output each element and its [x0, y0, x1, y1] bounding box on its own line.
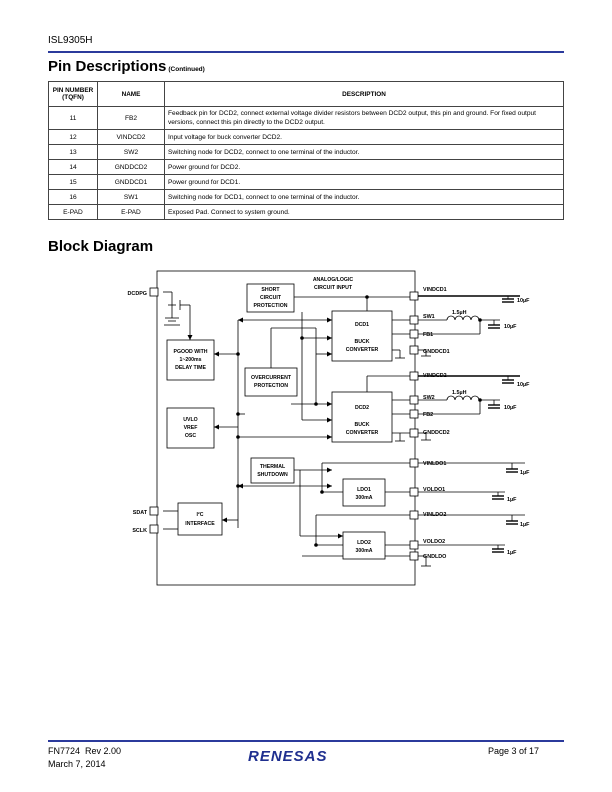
right-pins	[409, 291, 419, 561]
sclk-label: SCLK	[132, 528, 147, 534]
dcd2-line-2: BUCK	[355, 422, 370, 428]
inductor-1-label: 1.5µH	[452, 310, 467, 316]
uvlo-line-3: OSC	[185, 433, 196, 439]
pin-label-vinldo1: VINLDO1	[423, 461, 446, 467]
pin-descriptions-title: Pin Descriptions(Continued)	[48, 58, 205, 75]
pin-label-gndldo: GNDLDO	[423, 554, 446, 560]
ldo1-line-2: 300mA	[355, 495, 372, 501]
header-rule	[48, 51, 564, 53]
pin-description: Feedback pin for DCD2, connect external …	[164, 106, 564, 130]
short-circuit-block	[246, 283, 295, 313]
ldo2-block	[342, 531, 386, 560]
overcurrent-line-1: OVERCURRENT	[251, 375, 292, 381]
pin-label-fb1: FB1	[423, 332, 433, 338]
dcd1-line-3: CONVERTER	[346, 347, 379, 353]
thermal-line-2: SHUTDOWN	[257, 472, 288, 478]
uvlo-block	[166, 407, 215, 449]
chip-outline	[156, 270, 416, 586]
pin-label-sw2: SW2	[423, 395, 435, 401]
dcd1-line-1: DCD1	[355, 322, 369, 328]
footer-page-number: Page 3 of 17	[488, 746, 540, 756]
pin-sclk	[149, 524, 159, 534]
i2c-line-2: INTERFACE	[185, 521, 215, 527]
inductor-2-label: 1.5µH	[452, 390, 467, 396]
pgood-line-3: DELAY TIME	[175, 365, 206, 371]
cap-vinldo2-label: 1µF	[520, 522, 530, 528]
i2c-block	[177, 502, 223, 536]
cap-vindcd1-label: 10µF	[517, 298, 530, 304]
pin-label-gnddcd1: GNDDCD1	[423, 349, 450, 355]
col-name: NAME	[97, 81, 165, 107]
cap-vindcd2-label: 10µF	[517, 382, 530, 388]
pin-number: E-PAD	[48, 204, 98, 220]
short-line-2: CIRCUIT	[260, 295, 282, 301]
pin-label-gnddcd2: GNDDCD2	[423, 430, 450, 436]
uvlo-line-2: VREF	[184, 425, 198, 431]
footer-date: March 7, 2014	[48, 759, 106, 769]
footer-doc-rev: FN7724 Rev 2.00	[48, 746, 122, 756]
overcurrent-line-2: PROTECTION	[254, 383, 288, 389]
overcurrent-block	[244, 367, 298, 397]
ldo2-line-2: 300mA	[355, 548, 372, 554]
pgood-line-2: 1~200ms	[179, 357, 201, 363]
pin-description: Exposed Pad. Connect to system ground.	[164, 204, 564, 220]
cap-sw2-label: 10µF	[504, 405, 517, 411]
dcd1-block	[331, 310, 393, 362]
pin-label-voldo1: VOLDO1	[423, 487, 445, 493]
circuit-input-label: CIRCUIT INPUT	[314, 285, 353, 291]
pin-sdat	[149, 506, 159, 516]
pin-title-text: Pin Descriptions	[48, 58, 167, 75]
header-doc-id: ISL9305H	[48, 35, 93, 46]
dcd2-block	[331, 391, 393, 443]
pin-label-sw1: SW1	[423, 314, 435, 320]
pin-label-fb2: FB2	[423, 412, 433, 418]
col-pin-number: PIN NUMBER (TQFN)	[48, 81, 98, 107]
ldo1-block	[342, 478, 386, 507]
sdat-label: SDAT	[133, 510, 148, 516]
thermal-line-1: THERMAL	[260, 464, 286, 470]
cap-voldo2-label: 1µF	[507, 550, 517, 556]
uvlo-line-1: UVLO	[183, 417, 197, 423]
ldo2-line-1: LDO2	[357, 540, 371, 546]
block-diagram-title: Block Diagram	[48, 238, 154, 255]
pin-label-voldo2: VOLDO2	[423, 539, 445, 545]
ldo1-line-1: LDO1	[357, 487, 371, 493]
cap-vinldo1-label: 1µF	[520, 470, 530, 476]
cap-voldo1-label: 1µF	[507, 497, 517, 503]
pgood-block	[166, 339, 215, 381]
dcd2-line-1: DCD2	[355, 405, 369, 411]
pin-dcdpg	[149, 287, 159, 297]
renesas-logo: RENESAS	[248, 748, 328, 765]
short-line-3: PROTECTION	[253, 303, 287, 309]
dcdpg-label: DCDPG	[128, 291, 147, 297]
short-line-1: SHORT	[261, 287, 280, 293]
pin-name: E-PAD	[97, 204, 165, 220]
pin-subtitle: (Continued)	[168, 66, 205, 73]
dcd2-line-3: CONVERTER	[346, 430, 379, 436]
cap-sw1-label: 10µF	[504, 324, 517, 330]
footer-rule	[48, 740, 564, 742]
thermal-block	[250, 457, 295, 484]
pgood-line-1: PGOOD WITH	[173, 349, 207, 355]
analog-logic-label: ANALOG/LOGIC	[313, 277, 354, 283]
pin-label-vindcd1: VINDCD1	[423, 287, 447, 293]
dcd1-line-2: BUCK	[355, 339, 370, 345]
i2c-line-1: I²C	[197, 512, 204, 518]
